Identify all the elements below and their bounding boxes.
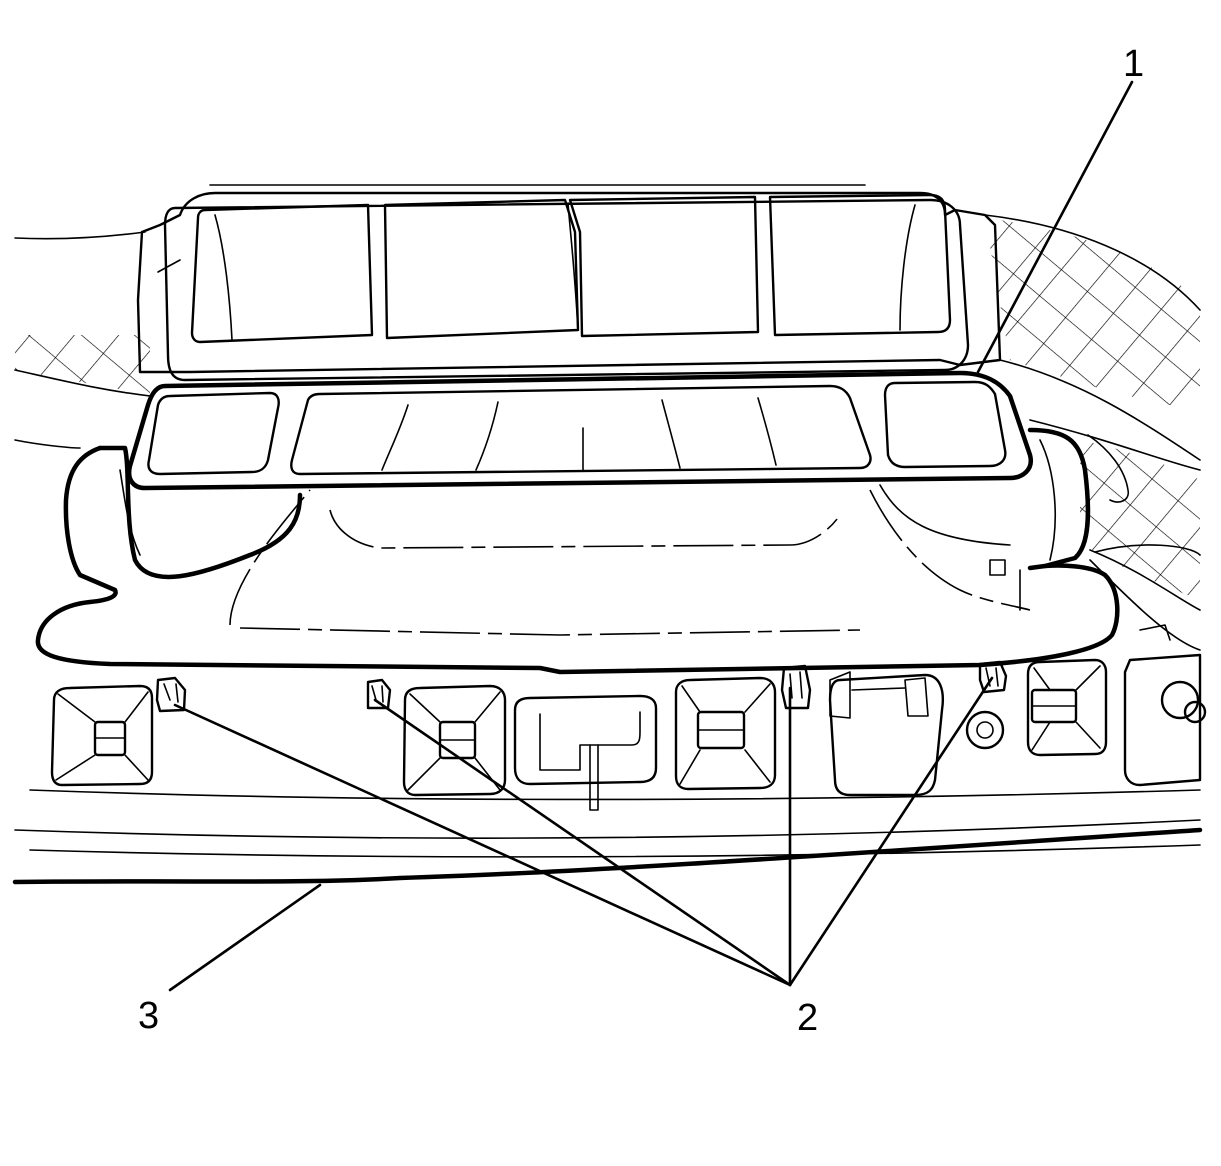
mounting-boss xyxy=(50,684,154,787)
callout-2: 2 xyxy=(797,997,818,1039)
callout-1: 1 xyxy=(1123,43,1144,85)
mounting-panel xyxy=(12,624,1207,885)
leader-line-2d xyxy=(788,676,994,987)
leader-line-2a xyxy=(173,703,792,987)
leader-lines xyxy=(168,80,1134,992)
retaining-clip xyxy=(366,678,392,710)
leader-line-3 xyxy=(168,883,322,992)
mounting-boss xyxy=(1026,658,1108,757)
leader-line-2b xyxy=(373,698,792,987)
retaining-clip xyxy=(780,664,812,710)
mounting-boss xyxy=(674,676,777,791)
retaining-clip xyxy=(155,676,187,713)
leader-line-1 xyxy=(976,80,1134,374)
mounting-boss xyxy=(402,684,507,797)
duct-seal-gasket xyxy=(127,370,1034,491)
lower-duct-body xyxy=(35,427,1201,675)
upper-outlet-duct xyxy=(136,184,1002,382)
callout-3: 3 xyxy=(138,995,159,1037)
